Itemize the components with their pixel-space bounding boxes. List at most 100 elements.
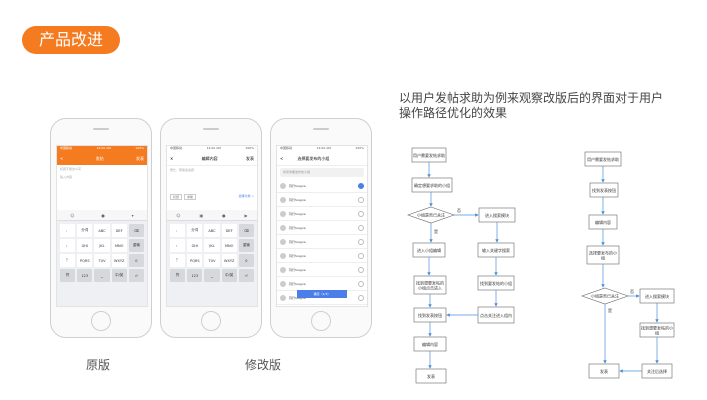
avatar <box>280 280 286 287</box>
keyboard-key[interactable]: ？ <box>60 254 76 267</box>
radio-icon[interactable] <box>358 210 364 217</box>
battery-text: 100% <box>135 146 144 150</box>
keyboard-key[interactable]: ？ <box>170 254 186 267</box>
group-list-item[interactable]: 同行Sregna <box>277 221 367 235</box>
keyboard-key[interactable]: ⌫ <box>238 224 254 237</box>
keyboard-key[interactable]: 中/英 <box>221 269 237 282</box>
choose-category-link[interactable]: 选择分类 > <box>238 194 254 198</box>
keyboard-key[interactable]: 。 <box>170 239 186 252</box>
flowchart-revised: 用户需要发帖求助找到发表按钮编辑内容选择要发布的小组小组是否已关注进入搜索模块找… <box>581 151 675 379</box>
keyboard-key[interactable]: 分词 <box>77 224 93 237</box>
flowchart-original: 用户需要发帖求助确定想要求助的小组小组是否已关注进入小组编辑进入搜索模块找到想要… <box>407 147 516 384</box>
caption-revised: 修改版 <box>245 358 282 372</box>
keyboard-key[interactable]: 中/英 <box>111 269 127 282</box>
flow-node-label: 进入搜索模块 <box>485 212 509 218</box>
mic-icon[interactable]: ● <box>222 212 226 218</box>
keyboard-key[interactable]: ， <box>60 224 76 237</box>
content-input[interactable]: 帮忙、帮助答案题 <box>170 168 195 172</box>
radio-icon[interactable] <box>358 280 364 287</box>
keyboard-key[interactable]: PQRS <box>77 254 93 267</box>
publish-button[interactable]: 发表 <box>135 155 144 161</box>
group-list-item[interactable]: 同行Sregna <box>277 263 367 277</box>
collapse-icon[interactable]: ▾ <box>131 212 134 218</box>
emoji-icon[interactable]: ☺ <box>176 212 181 218</box>
keyboard-key[interactable]: MNO <box>111 239 127 252</box>
group-list-item[interactable]: 同行Sregna <box>277 235 367 249</box>
keyboard-key[interactable]: ABC <box>204 224 220 237</box>
keyboard-key[interactable]: 0 <box>238 254 254 267</box>
keyboard-key[interactable]: 123 <box>77 269 93 282</box>
flow-no-label: 否 <box>457 208 461 213</box>
radio-icon[interactable] <box>358 224 364 231</box>
confirm-button[interactable]: 确定（1/3） <box>297 290 347 298</box>
keyboard-key[interactable]: GHI <box>187 239 203 252</box>
back-icon[interactable]: < <box>60 156 64 161</box>
keyboard-key[interactable]: ABC <box>94 224 110 237</box>
keyboard-key[interactable]: DEF <box>111 224 127 237</box>
keyboard-key[interactable]: 符 <box>60 269 76 282</box>
image-icon[interactable]: ▣ <box>199 212 204 218</box>
keyboard-key[interactable]: WXYZ <box>111 254 127 267</box>
back-icon[interactable]: < <box>280 156 284 161</box>
emoji-icon[interactable]: ☺ <box>70 212 75 218</box>
title-input[interactable]: 标题不能这么写 <box>60 167 82 171</box>
keyboard-key[interactable]: ⌫ <box>128 224 144 237</box>
video-icon[interactable]: ▶ <box>244 212 248 218</box>
carrier-text: 中国移动 <box>60 146 73 150</box>
radio-icon[interactable] <box>358 252 364 259</box>
carrier-text: 中国移动 <box>170 146 183 150</box>
mic-icon[interactable]: ● <box>101 212 105 218</box>
flow-decision-label: 小组是否已关注 <box>591 293 619 299</box>
battery-text: 100% <box>355 146 364 150</box>
keyboard-key[interactable]: ⏎ <box>128 269 144 282</box>
keyboard-key[interactable]: 123 <box>187 269 203 282</box>
keyboard-key[interactable]: 分词 <box>187 224 203 237</box>
close-icon[interactable]: ✕ <box>170 156 174 161</box>
keyboard-key[interactable]: DEF <box>221 224 237 237</box>
flow-node-label: 确定想要求助的小组 <box>414 182 450 188</box>
keyboard-key[interactable]: 重输 <box>128 239 144 252</box>
radio-icon[interactable] <box>358 294 364 301</box>
keyboard-key[interactable]: 0 <box>128 254 144 267</box>
keyboard-key[interactable]: ⏎ <box>238 269 254 282</box>
keyboard-key[interactable]: TUV <box>204 254 220 267</box>
tag-help[interactable]: 求助 <box>184 194 197 200</box>
tag-title[interactable]: 标题 <box>170 194 183 200</box>
group-list-item[interactable]: 同行Sregna <box>277 207 367 221</box>
keyboard-key[interactable]: 重输 <box>238 239 254 252</box>
keyboard-key[interactable]: WXYZ <box>221 254 237 267</box>
group-list-item[interactable]: 同行Sregna <box>277 249 367 263</box>
keyboard-key[interactable]: TUV <box>94 254 110 267</box>
keyboard-key[interactable]: JKL <box>204 239 220 252</box>
keyboard-key[interactable]: PQRS <box>187 254 203 267</box>
publish-button[interactable]: 发表 <box>245 155 254 161</box>
keyboard-key[interactable]: MNO <box>221 239 237 252</box>
radio-icon[interactable] <box>358 182 364 189</box>
flow-node <box>412 242 446 258</box>
keyboard-key[interactable]: GHI <box>77 239 93 252</box>
flow-node <box>413 275 447 295</box>
keyboard-key[interactable]: ⎵ <box>94 269 110 282</box>
radio-icon[interactable] <box>358 196 364 203</box>
body-input[interactable]: 输入内容 <box>60 175 73 179</box>
flow-node <box>415 368 447 384</box>
avatar <box>280 196 286 203</box>
radio-icon[interactable] <box>358 266 364 273</box>
keyboard-key[interactable]: JKL <box>94 239 110 252</box>
group-list-item[interactable]: 同行Sregna <box>277 305 367 306</box>
search-input[interactable]: 搜索你要发布的小组 <box>280 168 364 177</box>
keyboard-toolbar: ☺ ▣ ● ▶ <box>167 210 257 221</box>
keyboard-key[interactable]: ， <box>170 224 186 237</box>
group-list-item[interactable]: 同行Sregna <box>277 277 367 291</box>
keyboard-key[interactable]: 符 <box>170 269 186 282</box>
radio-icon[interactable] <box>358 238 364 245</box>
keyboard-key[interactable]: 。 <box>60 239 76 252</box>
flow-node-label: 组 <box>655 330 659 336</box>
keyboard-key[interactable]: ⎵ <box>204 269 220 282</box>
group-list-item[interactable]: 同行Sregna <box>277 193 367 207</box>
flow-node <box>588 363 620 379</box>
keyboard-toolbar: ☺ ● ▾ <box>57 210 147 221</box>
group-list-item[interactable]: 同行Sregna <box>277 179 367 193</box>
avatar <box>280 252 286 259</box>
flow-decision <box>407 206 455 224</box>
